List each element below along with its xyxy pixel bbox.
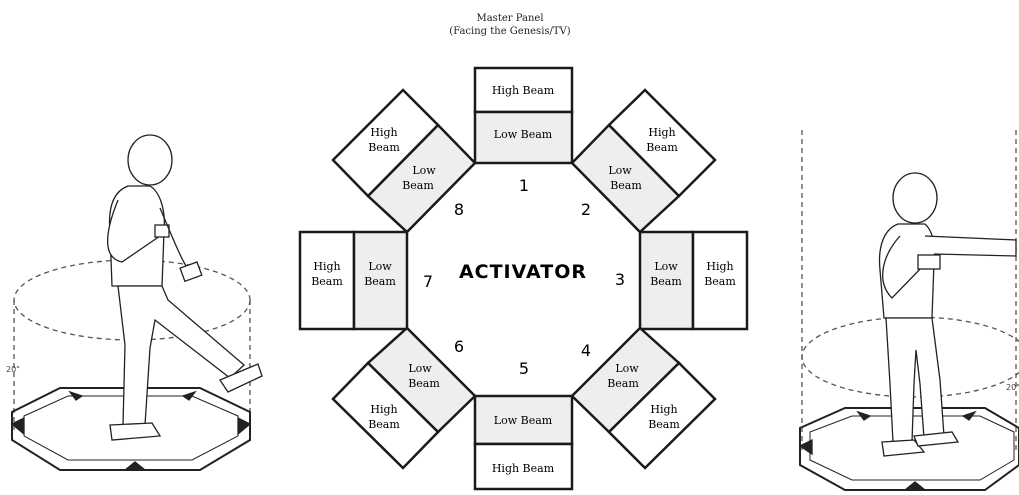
panel-4-low-label-2: Beam: [607, 377, 639, 390]
left-height-label: 20": [6, 365, 20, 374]
panel-3: Low Beam High Beam: [638, 230, 749, 331]
panel-8-high-label-2: Beam: [368, 141, 400, 154]
panel-2-high-label-1: High: [648, 126, 675, 139]
panel-3-low-label-2: Beam: [650, 275, 682, 288]
panel-5-low-label: Low Beam: [494, 414, 553, 427]
panel-3-low-label-1: Low: [654, 260, 678, 273]
panel-7-high-label-2: Beam: [311, 275, 343, 288]
left-figure: 20": [6, 134, 263, 471]
panel-3-high-label-2: Beam: [704, 275, 736, 288]
left-ring-frame: [11, 387, 251, 471]
panel-6-low-label-2: Beam: [408, 377, 440, 390]
panel-6-low-label-1: Low: [408, 362, 432, 375]
panel-7-high-label-1: High: [313, 260, 340, 273]
panel-2-low-label-2: Beam: [610, 179, 642, 192]
panel-3-high-label-1: High: [706, 260, 733, 273]
left-person-head: [127, 134, 173, 186]
panel-number-6: 6: [454, 337, 464, 356]
right-person-head: [892, 172, 938, 224]
left-person-legs: [117, 285, 245, 426]
panel-6-high-label-2: Beam: [368, 418, 400, 431]
panel-4-low-label-1: Low: [615, 362, 639, 375]
panel-number-5: 5: [519, 359, 529, 378]
panel-number-1: 1: [519, 176, 529, 195]
panel-2-high-label-2: Beam: [646, 141, 678, 154]
header-line-1: Master Panel: [476, 13, 543, 24]
panel-number-7: 7: [423, 272, 433, 291]
panel-6-high-label-1: High: [370, 403, 397, 416]
panel-8-low-label-2: Beam: [402, 179, 434, 192]
panel-1-high-label: High Beam: [492, 84, 555, 97]
panel-number-2: 2: [581, 200, 591, 219]
panel-7-low-label-2: Beam: [364, 275, 396, 288]
panel-4: Low Beam High Beam: [570, 326, 717, 470]
panel-2: High Beam Low Beam: [570, 88, 717, 234]
panel-4-high-label-2: Beam: [648, 418, 680, 431]
panel-6: Low Beam High Beam: [331, 326, 477, 470]
panel-8-high-label-1: High: [370, 126, 397, 139]
panel-5-high-label: High Beam: [492, 462, 555, 475]
panel-8-low-label-1: Low: [412, 164, 436, 177]
panel-4-high-label-1: High: [650, 403, 677, 416]
right-height-label: 20": [1006, 383, 1019, 392]
panel-5: Low Beam High Beam: [473, 394, 574, 491]
panel-number-8: 8: [454, 200, 464, 219]
panel-1-low-label: Low Beam: [494, 128, 553, 141]
panel-7: High Beam Low Beam: [298, 230, 409, 331]
panel-number-4: 4: [581, 341, 591, 360]
header-line-2: (Facing the Genesis/TV): [449, 26, 570, 37]
panel-7-low-label-1: Low: [368, 260, 392, 273]
right-person-legs: [885, 317, 945, 443]
right-ring-frame: [799, 407, 1019, 491]
right-figure: 20": [798, 130, 1019, 491]
panel-1: High Beam Low Beam: [473, 66, 574, 165]
panel-2-low-label-1: Low: [608, 164, 632, 177]
panel-number-3: 3: [615, 270, 625, 289]
panel-8: High Beam Low Beam: [331, 88, 477, 234]
activator-title: ACTIVATOR: [459, 261, 587, 283]
